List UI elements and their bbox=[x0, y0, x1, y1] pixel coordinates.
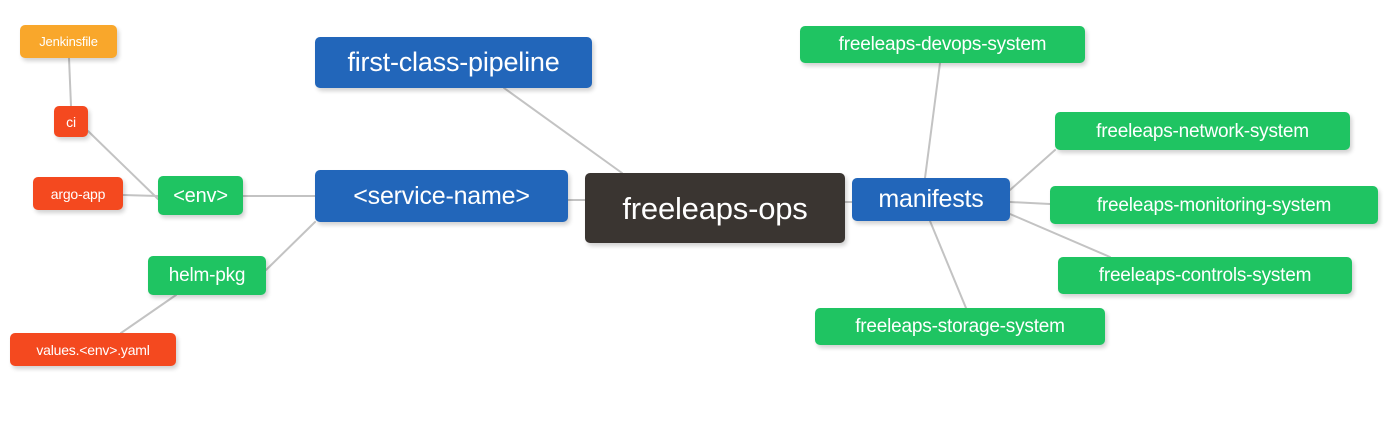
node-label-service-name: <service-name> bbox=[353, 181, 530, 210]
node-label-devops-system: freeleaps-devops-system bbox=[838, 34, 1047, 55]
edge-manifests-to-monitoring-system bbox=[1009, 201, 1051, 205]
node-label-first-class-pipeline: first-class-pipeline bbox=[347, 47, 560, 77]
node-manifests[interactable]: manifests bbox=[852, 178, 1010, 221]
node-label-storage-system: freeleaps-storage-system bbox=[855, 316, 1065, 337]
node-label-manifests: manifests bbox=[878, 185, 984, 213]
node-label-controls-system: freeleaps-controls-system bbox=[1098, 265, 1312, 286]
node-ci[interactable]: ci bbox=[54, 106, 88, 137]
node-label-monitoring-system: freeleaps-monitoring-system bbox=[1096, 194, 1332, 216]
node-controls-system[interactable]: freeleaps-controls-system bbox=[1058, 257, 1352, 294]
edge-helm-pkg-to-values-yaml bbox=[120, 294, 177, 334]
node-argo-app[interactable]: argo-app bbox=[33, 177, 123, 210]
edge-jenkinsfile-to-ci bbox=[68, 57, 72, 107]
node-helm-pkg[interactable]: helm-pkg bbox=[148, 256, 266, 295]
node-values-yaml[interactable]: values.<env>.yaml bbox=[10, 333, 176, 366]
node-monitoring-system[interactable]: freeleaps-monitoring-system bbox=[1050, 186, 1378, 224]
node-storage-system[interactable]: freeleaps-storage-system bbox=[815, 308, 1105, 345]
node-label-network-system: freeleaps-network-system bbox=[1096, 120, 1309, 142]
node-label-freeleaps-ops: freeleaps-ops bbox=[622, 190, 808, 226]
node-first-class-pipeline[interactable]: first-class-pipeline bbox=[315, 37, 592, 88]
node-jenkinsfile[interactable]: Jenkinsfile bbox=[20, 25, 117, 58]
edge-manifests-to-network-system bbox=[1009, 149, 1056, 191]
edge-argo-app-to-env bbox=[122, 194, 159, 197]
node-network-system[interactable]: freeleaps-network-system bbox=[1055, 112, 1350, 150]
node-service-name[interactable]: <service-name> bbox=[315, 170, 568, 222]
node-label-helm-pkg: helm-pkg bbox=[168, 265, 246, 286]
node-label-values-yaml: values.<env>.yaml bbox=[36, 341, 150, 358]
edge-manifests-to-storage-system bbox=[929, 220, 967, 309]
node-label-jenkinsfile: Jenkinsfile bbox=[39, 34, 98, 49]
node-devops-system[interactable]: freeleaps-devops-system bbox=[800, 26, 1085, 63]
node-freeleaps-ops[interactable]: freeleaps-ops bbox=[585, 173, 845, 243]
node-label-ci: ci bbox=[66, 113, 76, 130]
node-label-argo-app: argo-app bbox=[50, 185, 106, 202]
edge-first-class-pipeline-to-freeleaps-ops bbox=[503, 87, 623, 174]
node-label-env: <env> bbox=[173, 184, 228, 207]
edge-manifests-to-devops-system bbox=[924, 62, 941, 179]
edge-service-name-to-helm-pkg bbox=[265, 221, 316, 271]
node-env[interactable]: <env> bbox=[158, 176, 243, 215]
